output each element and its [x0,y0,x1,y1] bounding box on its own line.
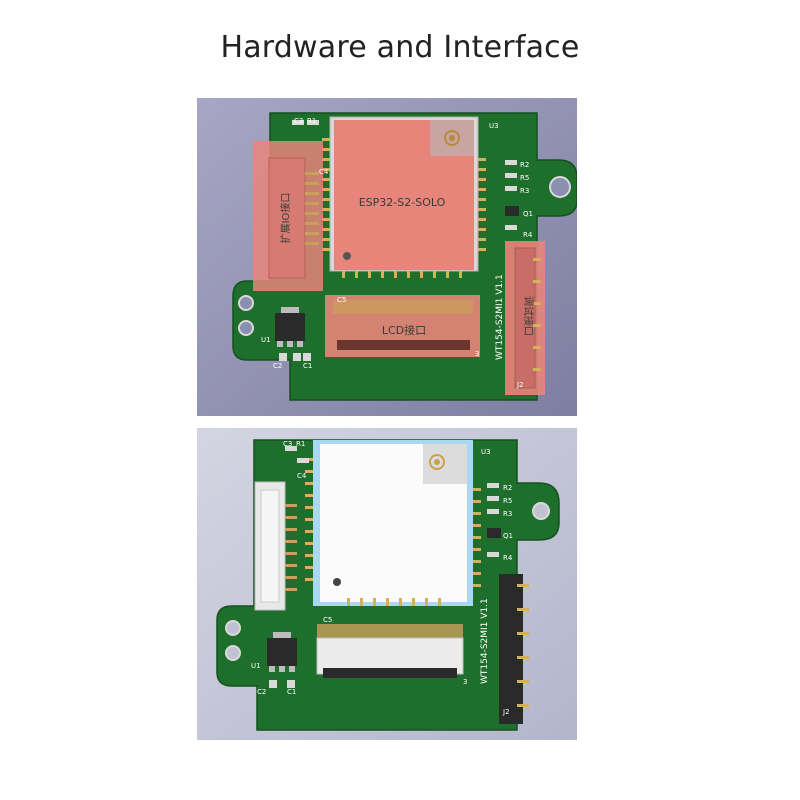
silk-j2: J2 [516,381,524,389]
silk-q1: Q1 [503,532,513,540]
passive-components [285,446,501,557]
silk-u3: U3 [489,122,499,130]
esp32-module: ESP32-S2-SOLO [329,116,479,272]
debug-header [499,574,529,724]
module-pads [305,458,481,606]
silk-c3: C3 [283,440,292,448]
debug-header: 调试接口 [505,241,545,395]
silk-c5: C5 [323,616,332,624]
passive-components [292,120,519,230]
silk-c4: C4 [297,472,307,480]
silk-pin3: 3 [475,350,479,358]
mount-hole [532,502,550,520]
mount-hole [238,295,254,311]
mount-hole [225,645,241,661]
silk-c3: C3 [294,117,303,125]
silk-c5: C5 [337,296,346,304]
silk-r3: R3 [503,510,512,518]
silk-c2: C2 [273,362,282,370]
mount-hole [225,620,241,636]
antenna-connector-icon [444,130,460,146]
pcb-render-annotated: ESP32-S2-SOLO 扩展IO接口 [197,98,577,416]
module-label: ESP32-S2-SOLO [359,196,446,209]
debug-label: 调试接口 [522,296,535,336]
esp32-module [313,440,473,606]
silk-u3: U3 [481,448,491,456]
silk-r1: R1 [296,440,305,448]
silk-c2: C2 [257,688,266,696]
silk-r1: R1 [307,117,316,125]
silk-u1: U1 [251,662,261,670]
silk-r3: R3 [520,187,529,195]
silk-r4: R4 [523,231,533,239]
silk-u1: U1 [261,336,271,344]
silk-j2: J2 [502,708,510,716]
lcd-connector [316,624,464,678]
pcb-render-plain: C3 R1 U3 R2 R5 R3 Q1 R4 U1 C2 C1 J2 C4 C… [197,428,577,740]
mount-hole [238,320,254,336]
expand-io-connector: 扩展IO接口 [253,141,323,291]
silk-r5: R5 [520,174,529,182]
expand-io-connector [254,481,297,611]
silk-r2: R2 [520,161,529,169]
silk-q1: Q1 [523,210,533,218]
lcd-label: LCD接口 [382,324,426,337]
voltage-regulator [267,632,297,688]
silk-c4: C4 [319,168,329,176]
silk-c1: C1 [303,362,312,370]
silk-r5: R5 [503,497,512,505]
expand-io-label: 扩展IO接口 [279,193,292,244]
silk-c1: C1 [287,688,296,696]
voltage-regulator [275,307,311,361]
board-name-silk: WT154-S2MI1 V1.1 [495,274,505,360]
page-title: Hardware and Interface [220,30,580,65]
module-pads [322,138,486,278]
silk-r2: R2 [503,484,512,492]
lcd-connector: LCD接口 [325,295,480,357]
board-name-silk: WT154-S2MI1 V1.1 [480,598,490,684]
antenna-connector-icon [429,454,445,470]
silk-pin3: 3 [463,678,467,686]
silk-r4: R4 [503,554,513,562]
mount-hole [549,176,571,198]
